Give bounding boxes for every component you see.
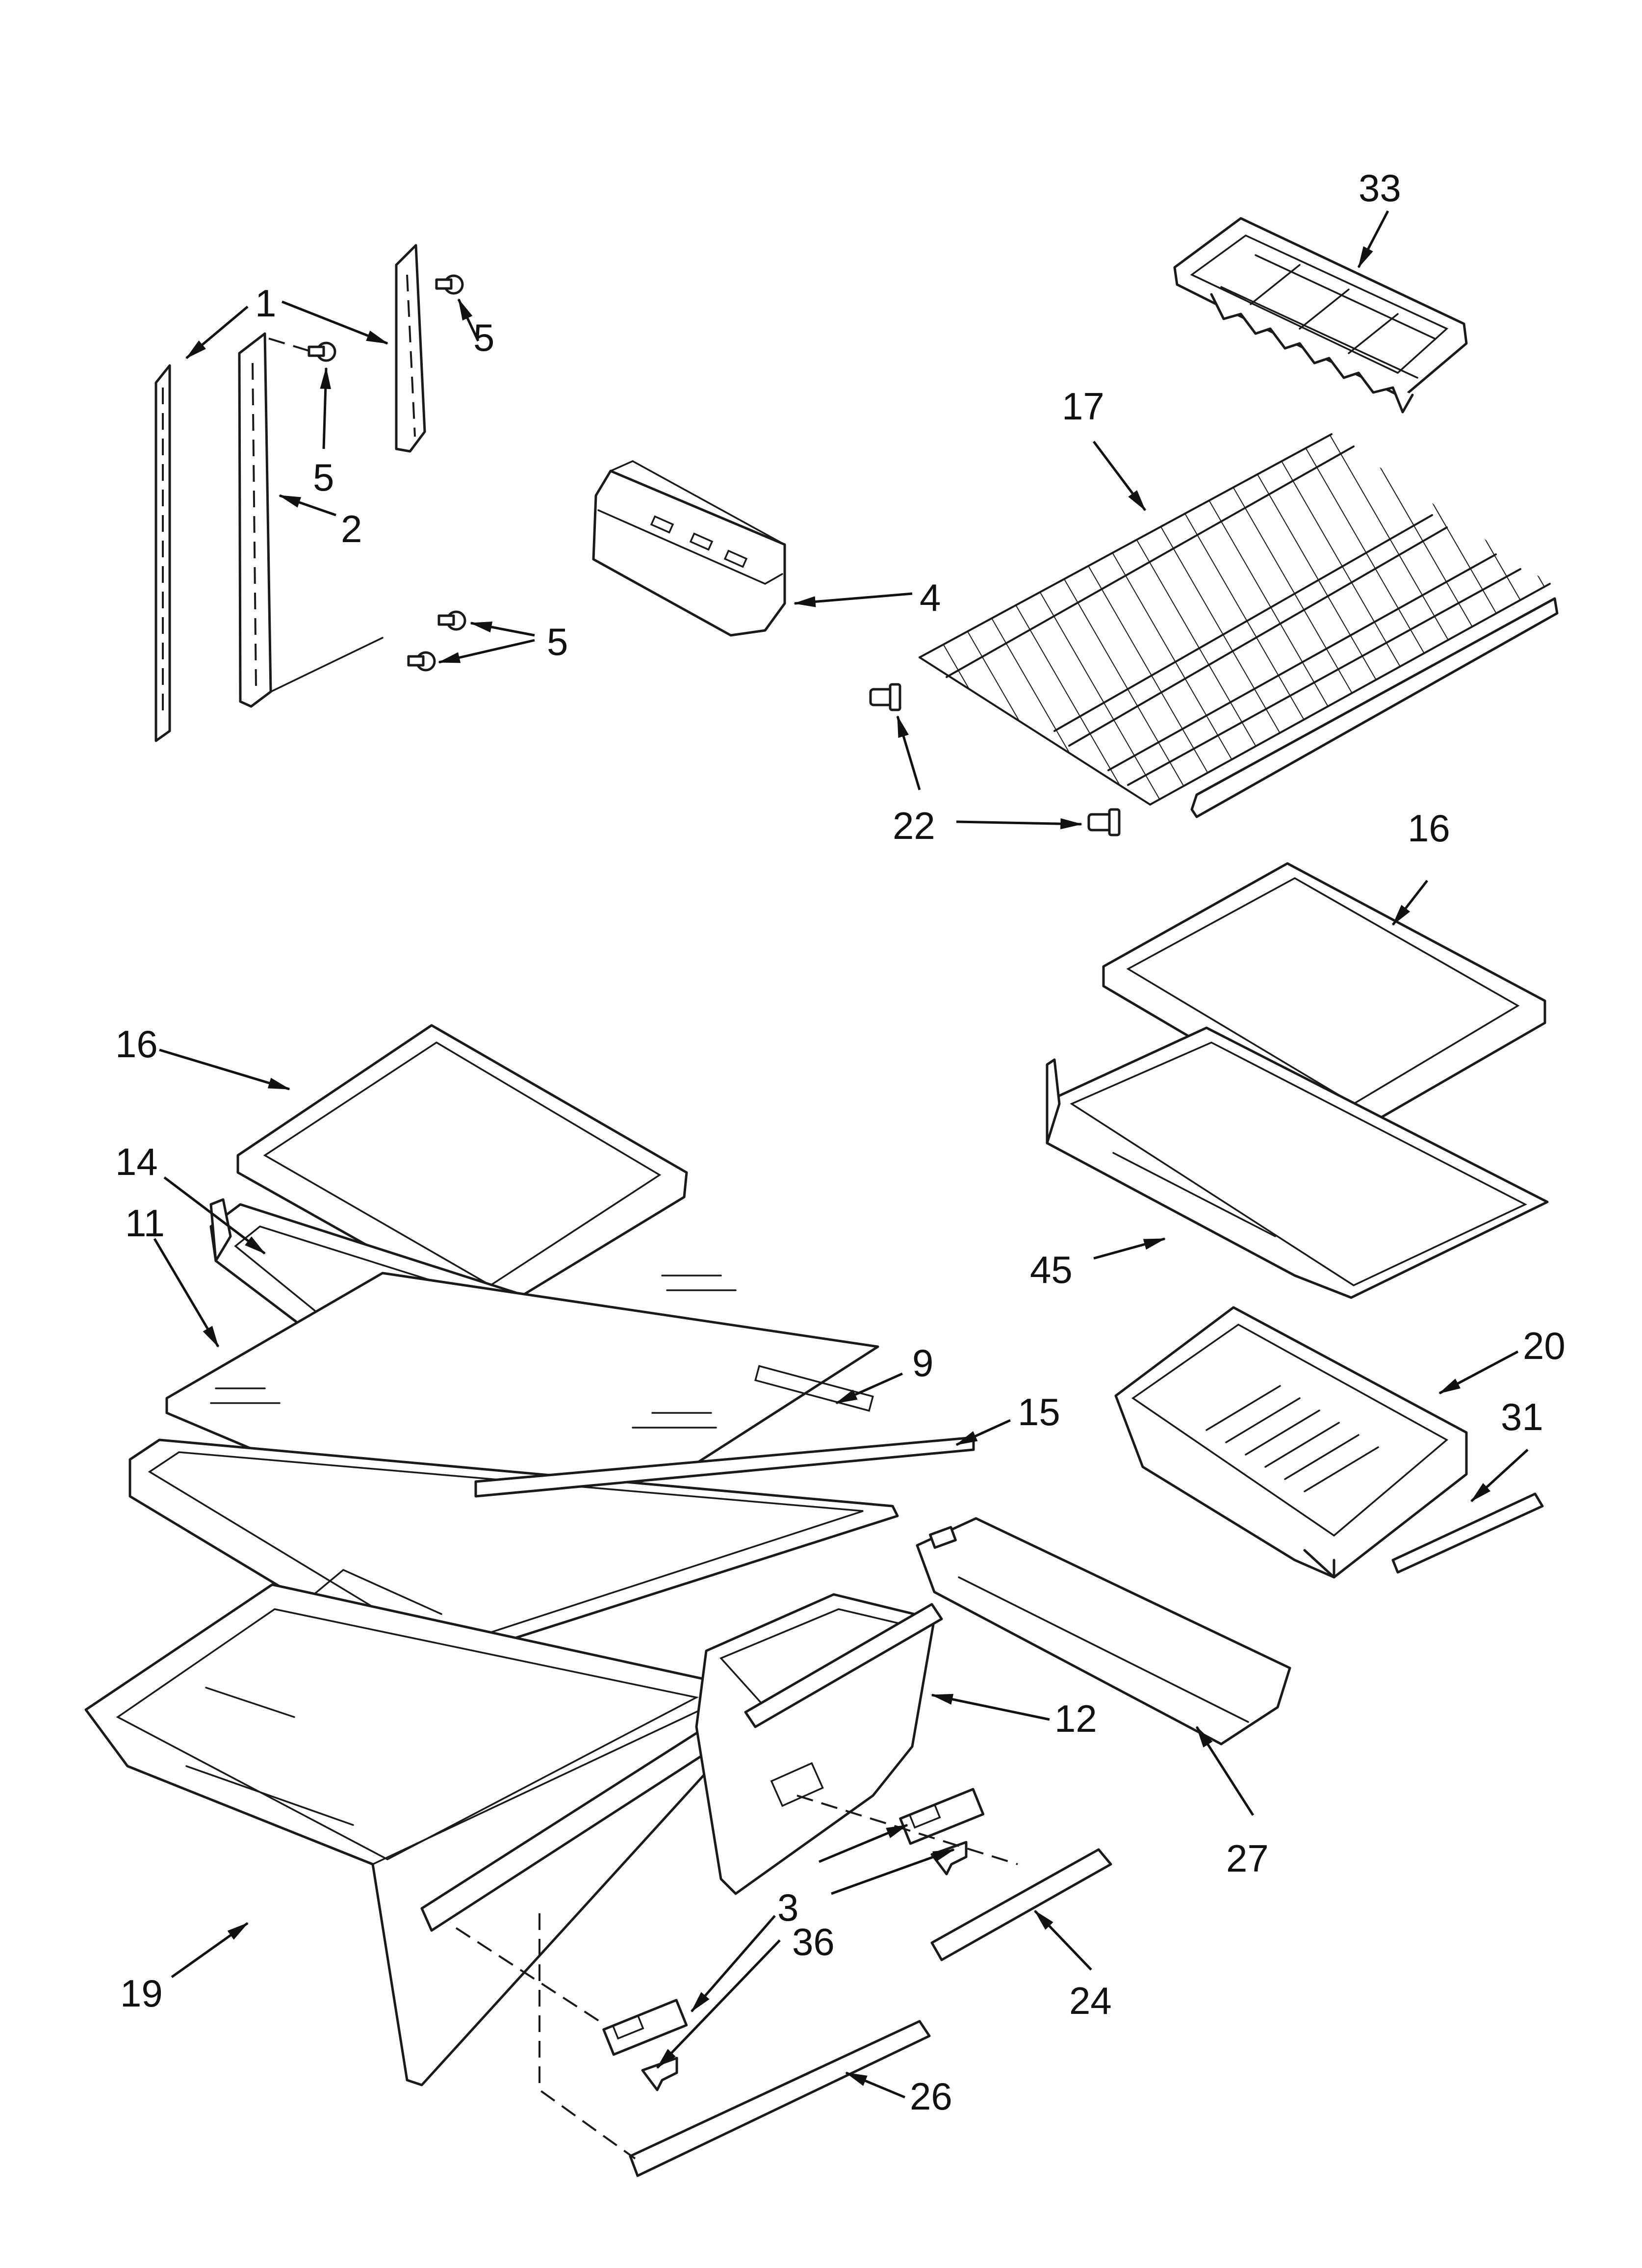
assembly-line: [455, 1927, 604, 2025]
divider-rail: [474, 1436, 975, 1498]
screw-icon: [308, 341, 336, 362]
crisper-frame: [128, 1365, 899, 1679]
callout-1: 1: [255, 282, 276, 325]
shelf-stud-icon: [869, 683, 901, 711]
screw-icon: [435, 274, 464, 295]
glass-shelf-lower: [236, 1024, 688, 1316]
callout-3: 3: [777, 1886, 798, 1929]
meat-pan: [1114, 1306, 1468, 1579]
callout-15: 15: [1018, 1390, 1060, 1434]
callout-16: 16: [115, 1022, 158, 1066]
callout-45: 45: [1030, 1248, 1073, 1291]
callout-5: 5: [547, 620, 568, 663]
callout-20: 20: [1523, 1324, 1565, 1367]
screw-icon: [407, 651, 436, 672]
shelf-rail-center: [238, 332, 272, 708]
drawer-slide-bracket: [916, 1517, 1291, 1746]
callout-31: 31: [1501, 1395, 1543, 1438]
drawer-clip: [641, 2057, 678, 2091]
callout-17: 17: [1062, 385, 1104, 428]
assembly-line: [539, 1913, 636, 2160]
callout-22: 22: [893, 804, 935, 847]
drawer-clip: [930, 1841, 968, 1876]
callout-11: 11: [125, 1201, 165, 1245]
callout-24: 24: [1069, 1979, 1112, 2022]
drawer-clip-label: [899, 1788, 985, 1845]
rail-joint-line: [270, 637, 384, 693]
wire-shelf: [919, 433, 1559, 818]
crisper-drawer-small: [695, 1593, 943, 1895]
meat-pan-trim: [1391, 1492, 1544, 1574]
callout-27: 27: [1226, 1837, 1269, 1880]
callout-19: 19: [120, 1972, 163, 2015]
callout-26: 26: [910, 2075, 952, 2118]
screw-icon: [437, 610, 466, 631]
callout-5: 5: [473, 316, 494, 359]
shelf-rail-left: [154, 364, 171, 742]
utility-bin: [592, 460, 786, 637]
glass-shelf-upper: [1102, 862, 1546, 1135]
assembly-line: [796, 1795, 1018, 1865]
drawer-clip-label: [602, 1999, 688, 2056]
callout-2: 2: [341, 507, 362, 550]
crisper-cover-frame: [1046, 1026, 1549, 1299]
callout-14: 14: [115, 1140, 158, 1183]
callout-36: 36: [792, 1920, 835, 1963]
crisper-drawer-large: [84, 1583, 722, 2086]
shelf-stud-icon: [1087, 808, 1121, 836]
callout-labels: 1 5 5 2 5 4 33 17 22 16 16 14 11 45 9 20…: [115, 166, 1565, 2118]
screw-dash-line: [268, 338, 309, 352]
shelf-rail-right: [395, 244, 426, 453]
drawer-trim-small: [930, 1848, 1112, 1961]
callout-4: 4: [920, 576, 941, 619]
callout-33: 33: [1359, 166, 1401, 209]
callout-5: 5: [313, 456, 334, 499]
callout-16: 16: [1408, 807, 1450, 850]
drawer-trim-large: [629, 2020, 931, 2177]
callout-9: 9: [912, 1341, 933, 1384]
callout-12: 12: [1054, 1697, 1097, 1740]
leader-lines: [153, 210, 1529, 2099]
ice-cube-tray: [1173, 217, 1468, 414]
